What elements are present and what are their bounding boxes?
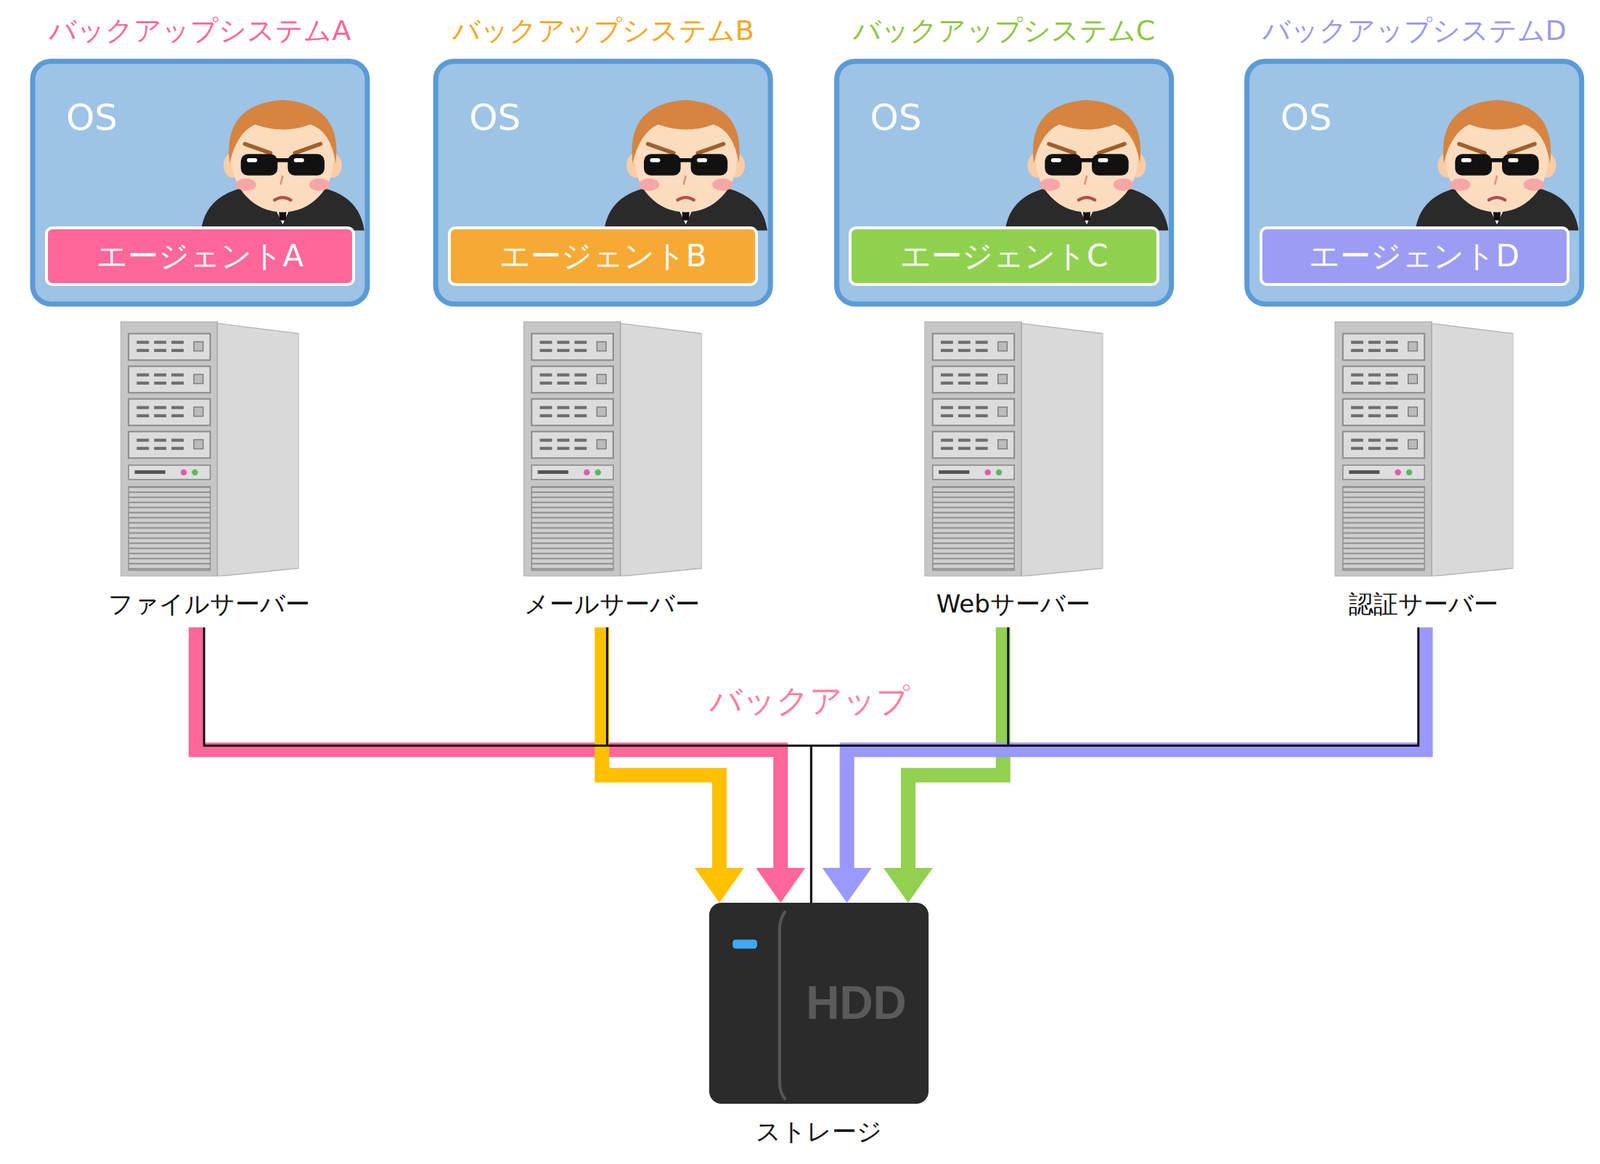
connector-line — [196, 627, 781, 870]
agent-bar: エージェントA — [45, 226, 355, 287]
os-label: OS — [468, 95, 521, 140]
server-label: 認証サーバー — [1308, 589, 1538, 620]
connector-line — [601, 627, 720, 870]
server-node: メールサーバー — [498, 321, 727, 628]
connector-line — [203, 627, 811, 904]
arrow-head — [822, 868, 872, 904]
agent-bar: エージェントD — [1259, 226, 1570, 287]
server-node: 認証サーバー — [1308, 321, 1538, 628]
backup-arrow — [883, 627, 1004, 904]
network-line — [606, 627, 811, 904]
server-node: Webサーバー — [898, 321, 1128, 628]
system-title: バックアップシステムB — [435, 14, 771, 48]
agent-label: エージェントC — [851, 229, 1156, 284]
server-label: ファイルサーバー — [95, 589, 324, 620]
arrow-head — [883, 868, 933, 904]
agent-bar: エージェントC — [848, 226, 1159, 287]
backup-arrow — [822, 627, 1426, 904]
system-title: バックアップシステムD — [1247, 14, 1582, 48]
backup-system-panel: バックアップシステムAOSエージェントA — [32, 60, 368, 305]
storage-device: HDDストレージ — [709, 903, 929, 1105]
storage-label: ストレージ — [665, 1117, 973, 1148]
network-line — [810, 627, 1008, 904]
server-towers — [120, 321, 1514, 577]
agent-label: エージェントB — [450, 229, 755, 284]
connector-line — [847, 627, 1426, 870]
os-label: OS — [870, 95, 922, 140]
connector-line — [810, 627, 1418, 904]
arrow-head — [755, 868, 806, 904]
system-panels — [32, 60, 1582, 305]
agent-label: エージェントA — [47, 229, 353, 284]
agent-bar: エージェントB — [447, 226, 758, 287]
network-line — [810, 627, 1418, 904]
hdd-device — [709, 903, 929, 1105]
os-label: OS — [1280, 95, 1333, 140]
backup-arrow — [601, 627, 745, 904]
backup-system-panel: バックアップシステムBOSエージェントB — [435, 60, 771, 305]
device-label: HDD — [784, 903, 929, 1105]
server-label: Webサーバー — [898, 589, 1128, 620]
network-line — [203, 627, 811, 904]
arrow-head — [694, 868, 745, 904]
server-node: ファイルサーバー — [95, 321, 324, 628]
connector-line — [606, 627, 811, 904]
server-label: メールサーバー — [498, 589, 727, 620]
agent-label: エージェントD — [1262, 229, 1567, 284]
system-title: バックアップシステムC — [837, 14, 1172, 48]
backup-arrow — [196, 627, 806, 904]
os-label: OS — [66, 95, 118, 140]
backup-system-panel: バックアップシステムCOSエージェントC — [837, 60, 1172, 305]
flow-label: バックアップ — [709, 679, 910, 724]
backup-system-panel: バックアップシステムDOSエージェントD — [1247, 60, 1582, 305]
system-title: バックアップシステムA — [32, 14, 368, 48]
connector-line — [810, 627, 1008, 904]
